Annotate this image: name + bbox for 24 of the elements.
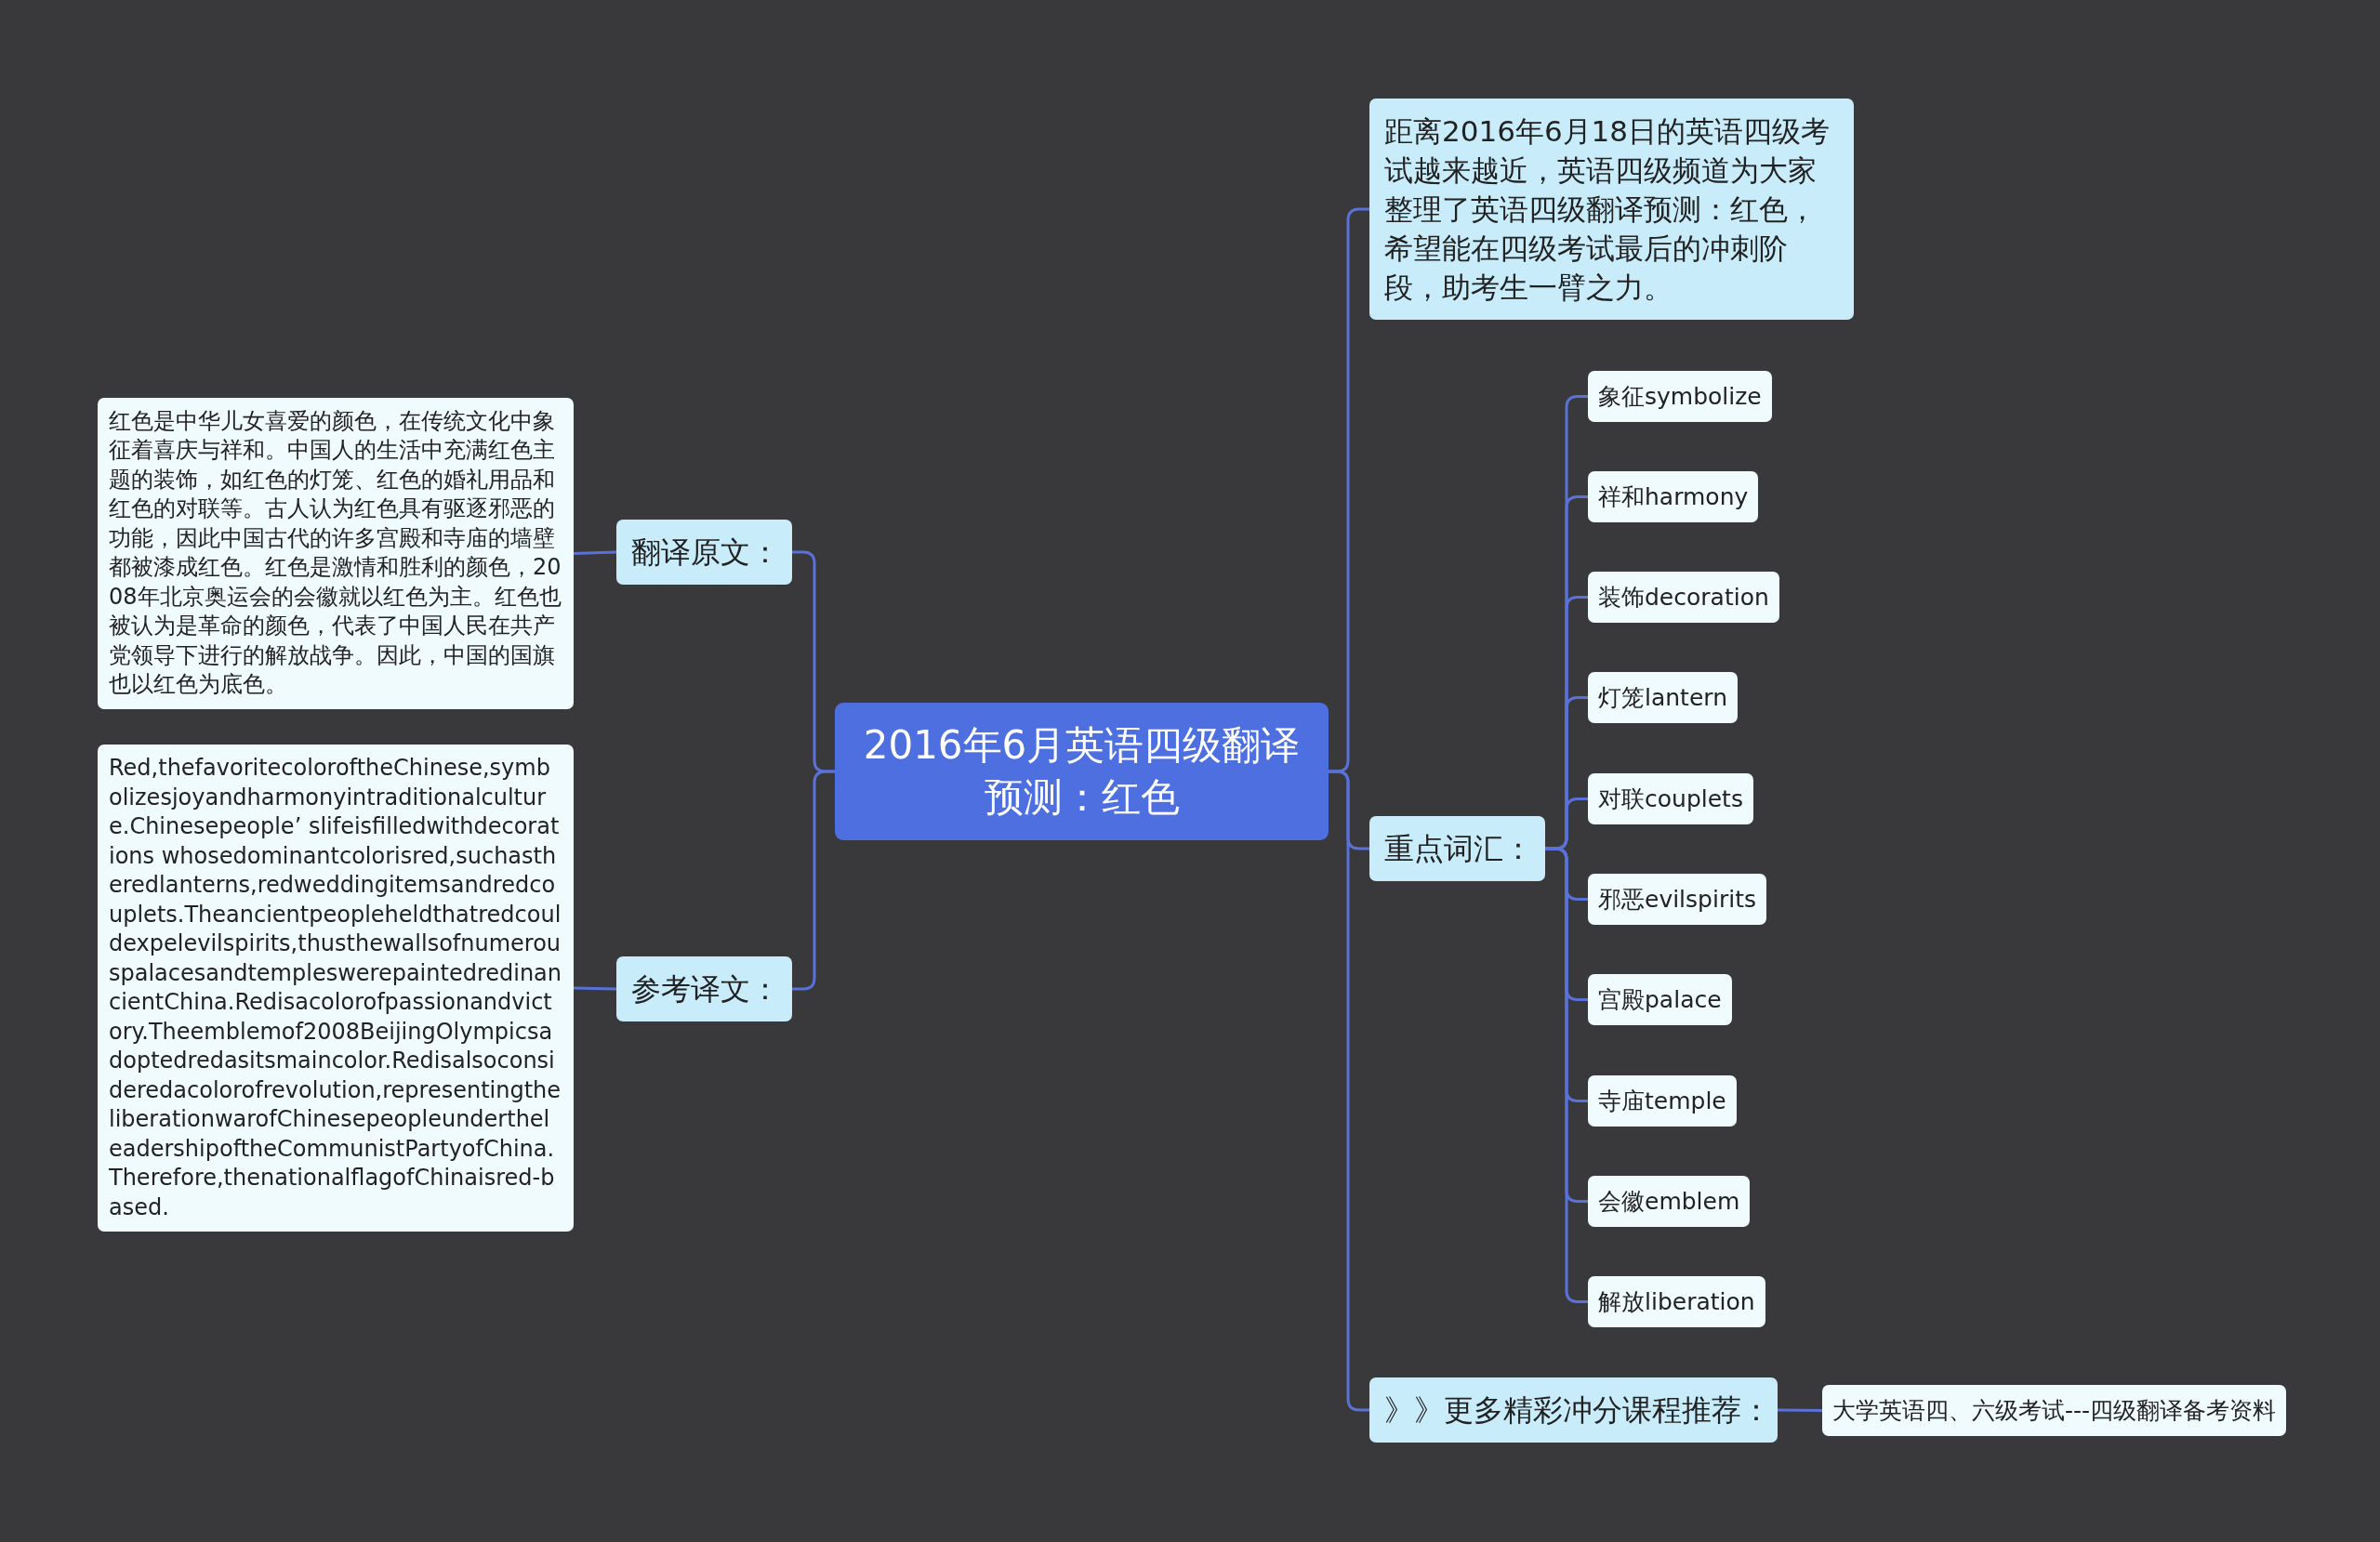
vocabulary-box: 解放liberation (1588, 1275, 1765, 1327)
topic-box: 》》更多精彩冲分课程推荐： (1369, 1377, 1778, 1443)
vocabulary-box: 灯笼lantern (1588, 671, 1738, 723)
resource-box: 大学英语四、六级考试---四级翻译备考资料 (1822, 1384, 2287, 1436)
vocabulary-box: 邪恶evilspirits (1588, 873, 1766, 925)
text-box: 红色是中华儿女喜爱的颜色，在传统文化中象征着喜庆与祥和。中国人的生活中充满红色主题的装饰，如红色的灯笼、红色的婚礼用品和红色的对联等。古人认为红色具有驱逐邪恶的功能，因此中国古代的许多宫殿和寺庙的墙壁都被漆成红色。红色是激情和胜利的颜色，2008年北京奥运会的会徽就以红色为主。红色也被认为是革命的颜色，代表了中国人民在共产党领导下进行的解放战争。因此，中国的国旗也以红色为底色。 (98, 397, 574, 709)
central-topic-box: 2016年6月英语四级翻译预测：红色 (835, 703, 1329, 840)
vocabulary-box: 对联couplets (1588, 772, 1753, 824)
connector-line (573, 986, 617, 991)
vocabulary-box: 会徽emblem (1588, 1175, 1751, 1227)
connector-line (1778, 1408, 1822, 1412)
topic-box: 重点词汇： (1369, 816, 1545, 881)
vocabulary-box: 宫殿palace (1588, 973, 1732, 1025)
vocabulary-box: 象征symbolize (1588, 370, 1772, 422)
vocabulary-box: 装饰decoration (1588, 571, 1779, 623)
vocabulary-box: 祥和harmony (1588, 470, 1759, 522)
connector-line (573, 550, 617, 555)
vocabulary-box: 寺庙temple (1588, 1074, 1737, 1127)
text-box: Red,thefavoritecoloroftheChinese,symbolizesjoyandharmonyintraditionalculture.Chinesepeople’ slifeisfilledwithdecorations whosedominantcolorisred,suchastheredlanterns,redweddingitemsandredcouplets.Theancientpeopleheldthatredcouldexpelevilspirits,thusthewallsofnumerouspalacesandtempleswerepaintedredinancientChina.Redisacolorofpassionandvictory.Theemblemof2008BeijingOlympicsadoptedredasitsmaincolor.Redisalsoconsideredacolorofrevolution,representingtheliberationwarofChinesepeopleundertheleadershipoftheCommunistPartyofChina.Therefore,thenationalflagofChinaisred-based. (98, 745, 574, 1232)
topic-box: 翻译原文： (616, 520, 792, 585)
intro-box: 距离2016年6月18日的英语四级考试越来越近，英语四级频道为大家整理了英语四级翻译预测：红色，希望能在四级考试最后的冲刺阶段，助考生一臂之力。 (1369, 99, 1854, 320)
connector-line (1329, 770, 1369, 1412)
connector-line (792, 770, 835, 991)
topic-box: 参考译文： (616, 956, 792, 1021)
